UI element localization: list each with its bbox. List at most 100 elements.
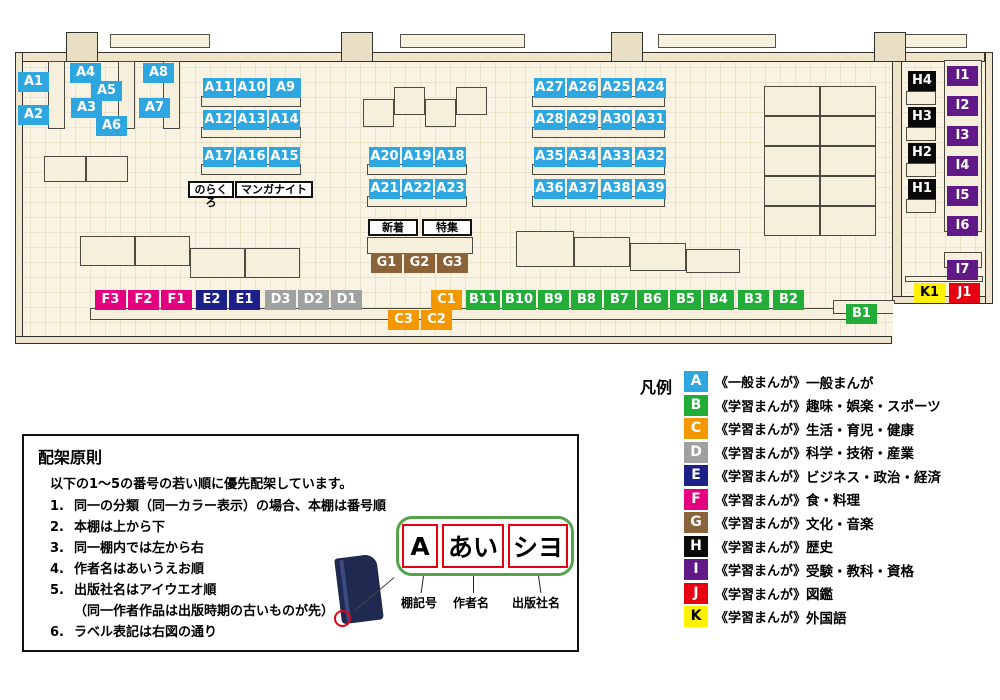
annotation-line-author xyxy=(473,576,474,593)
rule-number: 2. xyxy=(50,520,64,535)
shelf-label-I7: I7 xyxy=(947,260,978,280)
legend-item-B: B《学習まんが》趣味・娯楽・スポーツ xyxy=(684,394,941,416)
shelf-label-A20: A20 xyxy=(369,147,400,167)
bookshelf xyxy=(906,127,936,141)
legend-item-F: F《学習まんが》食・料理 xyxy=(684,488,941,510)
bookshelf xyxy=(630,243,686,271)
shelf-label-I6: I6 xyxy=(947,216,978,236)
spine-label-example: A あい シヨ xyxy=(396,516,574,576)
principles-intro: 以下の1〜5の番号の若い順に優先配架しています。 xyxy=(50,477,353,492)
shelf-label-B11: B11 xyxy=(466,290,500,310)
legend-item-K: K《学習まんが》外国語 xyxy=(684,606,941,627)
shelf-label-F1: F1 xyxy=(161,290,192,310)
label-shelf-code: A xyxy=(402,524,438,568)
shelf-label-A10: A10 xyxy=(236,78,267,98)
shelf-label-A2: A2 xyxy=(18,105,49,125)
shelf-label-I1: I1 xyxy=(947,66,978,86)
sign-label: 特集 xyxy=(422,219,472,236)
window-segment xyxy=(658,34,776,48)
bookshelf xyxy=(516,231,574,267)
bookshelf xyxy=(367,237,473,254)
shelf-label-A22: A22 xyxy=(402,179,433,199)
shelf-label-F2: F2 xyxy=(128,290,159,310)
legend-item-E: E《学習まんが》ビジネス・政治・経済 xyxy=(684,465,941,486)
outside-area-mask xyxy=(893,304,993,345)
shelf-label-I2: I2 xyxy=(947,96,978,116)
annotation-line-shelf xyxy=(420,576,424,593)
pillar xyxy=(66,32,98,62)
shelf-label-A5: A5 xyxy=(91,81,122,101)
bookshelf xyxy=(906,199,936,213)
bookshelf xyxy=(686,249,740,273)
shelf-label-A1: A1 xyxy=(18,72,49,92)
bookshelf xyxy=(905,276,983,282)
wall-segment xyxy=(15,52,23,344)
shelf-label-A21: A21 xyxy=(369,179,400,199)
annotation-publisher-name: 出版社名 xyxy=(512,596,561,610)
shelf-label-A29: A29 xyxy=(567,110,598,130)
legend-series: 《学習まんが》 xyxy=(715,611,807,626)
legend-item-C: C《学習まんが》生活・育児・健康 xyxy=(684,418,941,439)
rule-text: 作者名はあいうえお順 xyxy=(74,562,205,577)
shelf-label-A14: A14 xyxy=(269,110,300,130)
bookshelf xyxy=(190,248,245,278)
shelf-label-E2: E2 xyxy=(196,290,227,310)
shelf-label-G1: G1 xyxy=(371,253,402,273)
shelf-label-B4: B4 xyxy=(703,290,734,310)
shelving-principles-panel: 配架原則 以下の1〜5の番号の若い順に優先配架しています。 1. 同一の分類（同一… xyxy=(22,434,579,652)
rule-text: 同一の分類（同一カラー表示）の場合、本棚は番号順 xyxy=(74,499,387,514)
legend-series: 《学習まんが》 xyxy=(715,399,807,415)
shelf-label-A34: A34 xyxy=(567,147,598,167)
shelf-label-J1: J1 xyxy=(949,283,980,303)
legend-swatch-I: I xyxy=(684,559,708,580)
rule-number: 5. xyxy=(50,583,64,598)
shelf-label-A38: A38 xyxy=(601,179,632,199)
legend-category: 歴史 xyxy=(806,540,834,556)
shelf-label-A26: A26 xyxy=(567,78,598,98)
legend-series: 《学習まんが》 xyxy=(715,423,807,438)
legend-item-G: G《学習まんが》文化・音楽 xyxy=(684,512,941,533)
legend-swatch-H: H xyxy=(684,535,708,557)
wall-segment xyxy=(892,58,902,298)
bookshelf xyxy=(80,236,135,266)
shelf-label-I3: I3 xyxy=(947,126,978,146)
wall-segment xyxy=(15,52,985,62)
legend-swatch-F: F xyxy=(684,488,708,510)
shelf-label-A27: A27 xyxy=(534,78,565,98)
principles-title: 配架原則 xyxy=(38,448,103,467)
shelf-label-B2: B2 xyxy=(773,290,804,310)
bookshelf xyxy=(44,156,86,182)
legend-swatch-G: G xyxy=(684,512,708,533)
shelf-label-A32: A32 xyxy=(635,147,666,167)
principles-rule: 1. 同一の分類（同一カラー表示）の場合、本棚は番号順 xyxy=(50,496,386,517)
legend-series: 《学習まんが》 xyxy=(715,517,807,532)
bookshelf xyxy=(820,206,876,236)
wall-segment xyxy=(15,336,892,344)
sign-label: マンガナイト xyxy=(235,181,313,198)
rule-number: 1. xyxy=(50,499,64,514)
shelf-label-H4: H4 xyxy=(908,71,936,91)
bookshelf xyxy=(764,176,820,206)
shelf-label-A31: A31 xyxy=(635,110,666,130)
shelf-label-D2: D2 xyxy=(298,290,329,310)
window-segment xyxy=(110,34,210,48)
principles-rule: 3.同一棚内では左から右 xyxy=(50,538,386,559)
bookshelf xyxy=(820,176,876,206)
legend-category: 一般まんが xyxy=(806,375,874,392)
legend-series: 《学習まんが》 xyxy=(715,446,807,462)
legend-series: 《学習まんが》 xyxy=(715,493,807,509)
shelf-label-A37: A37 xyxy=(567,179,598,199)
bookshelf xyxy=(532,127,665,138)
legend-series: 《学習まんが》 xyxy=(715,470,807,485)
shelf-label-F3: F3 xyxy=(95,290,126,310)
shelf-label-A4: A4 xyxy=(70,63,101,83)
rule-text: 同一棚内では左から右 xyxy=(74,541,205,556)
legend-item-D: D《学習まんが》科学・技術・産業 xyxy=(684,441,941,463)
bookshelf xyxy=(820,146,876,176)
shelf-label-A35: A35 xyxy=(534,147,565,167)
shelf-label-B9: B9 xyxy=(538,290,569,310)
shelf-label-G3: G3 xyxy=(437,253,468,273)
shelf-label-E1: E1 xyxy=(229,290,260,310)
shelf-label-A6: A6 xyxy=(96,116,127,136)
bookshelf xyxy=(906,163,936,177)
